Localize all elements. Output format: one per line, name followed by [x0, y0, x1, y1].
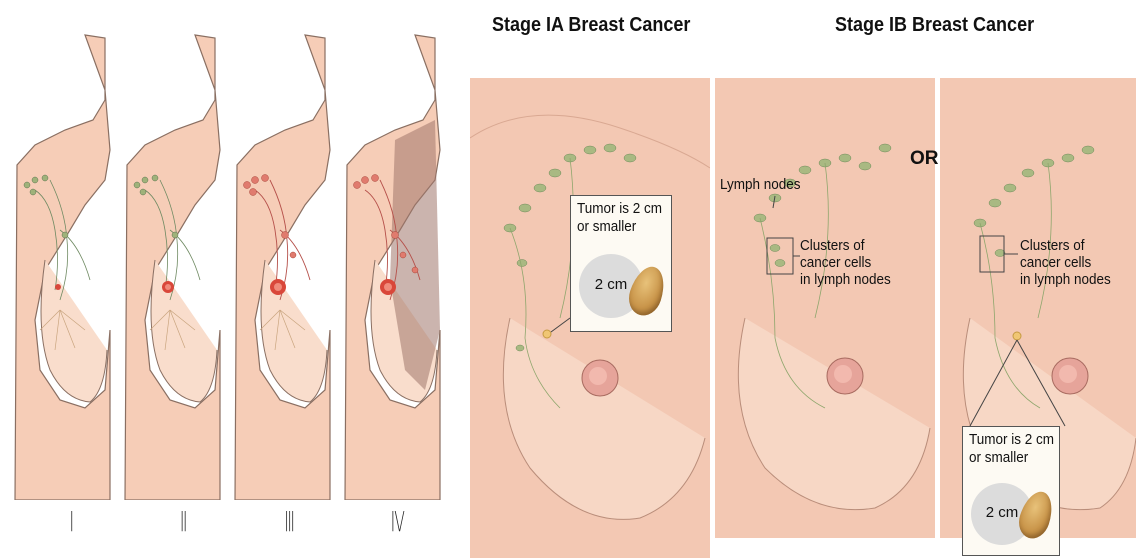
- stage-ia-tumor-callout: Tumor is 2 cm or smaller 2 cm: [570, 195, 672, 332]
- stage-label-III: Ⅲ: [279, 505, 301, 538]
- stage-label-II: Ⅱ: [173, 505, 195, 538]
- stage-I-illustration: [5, 30, 115, 500]
- stage-II-illustration: [115, 30, 225, 500]
- stage-IV-illustration: [335, 30, 445, 500]
- stage-ia-title: Stage IA Breast Cancer: [492, 14, 690, 37]
- lymph-nodes-label: Lymph nodes: [720, 176, 801, 193]
- stage-label-I: Ⅰ: [61, 505, 83, 538]
- stage-ib-callout-text: Tumor is 2 cm or smaller: [969, 431, 1054, 467]
- stage-ib-tumor-callout: Tumor is 2 cm or smaller 2 cm: [962, 426, 1060, 556]
- stage-ib-title: Stage IB Breast Cancer: [835, 14, 1034, 37]
- clusters-label-left: Clusters of cancer cells in lymph nodes: [800, 237, 891, 288]
- or-label: OR: [910, 148, 939, 170]
- stage-label-IV: Ⅳ: [387, 505, 409, 538]
- stage-ia-callout-text: Tumor is 2 cm or smaller: [577, 200, 662, 236]
- stage-ib-illustration-left: [715, 78, 935, 538]
- stage-III-illustration: [225, 30, 335, 500]
- clusters-label-right: Clusters of cancer cells in lymph nodes: [1020, 237, 1111, 288]
